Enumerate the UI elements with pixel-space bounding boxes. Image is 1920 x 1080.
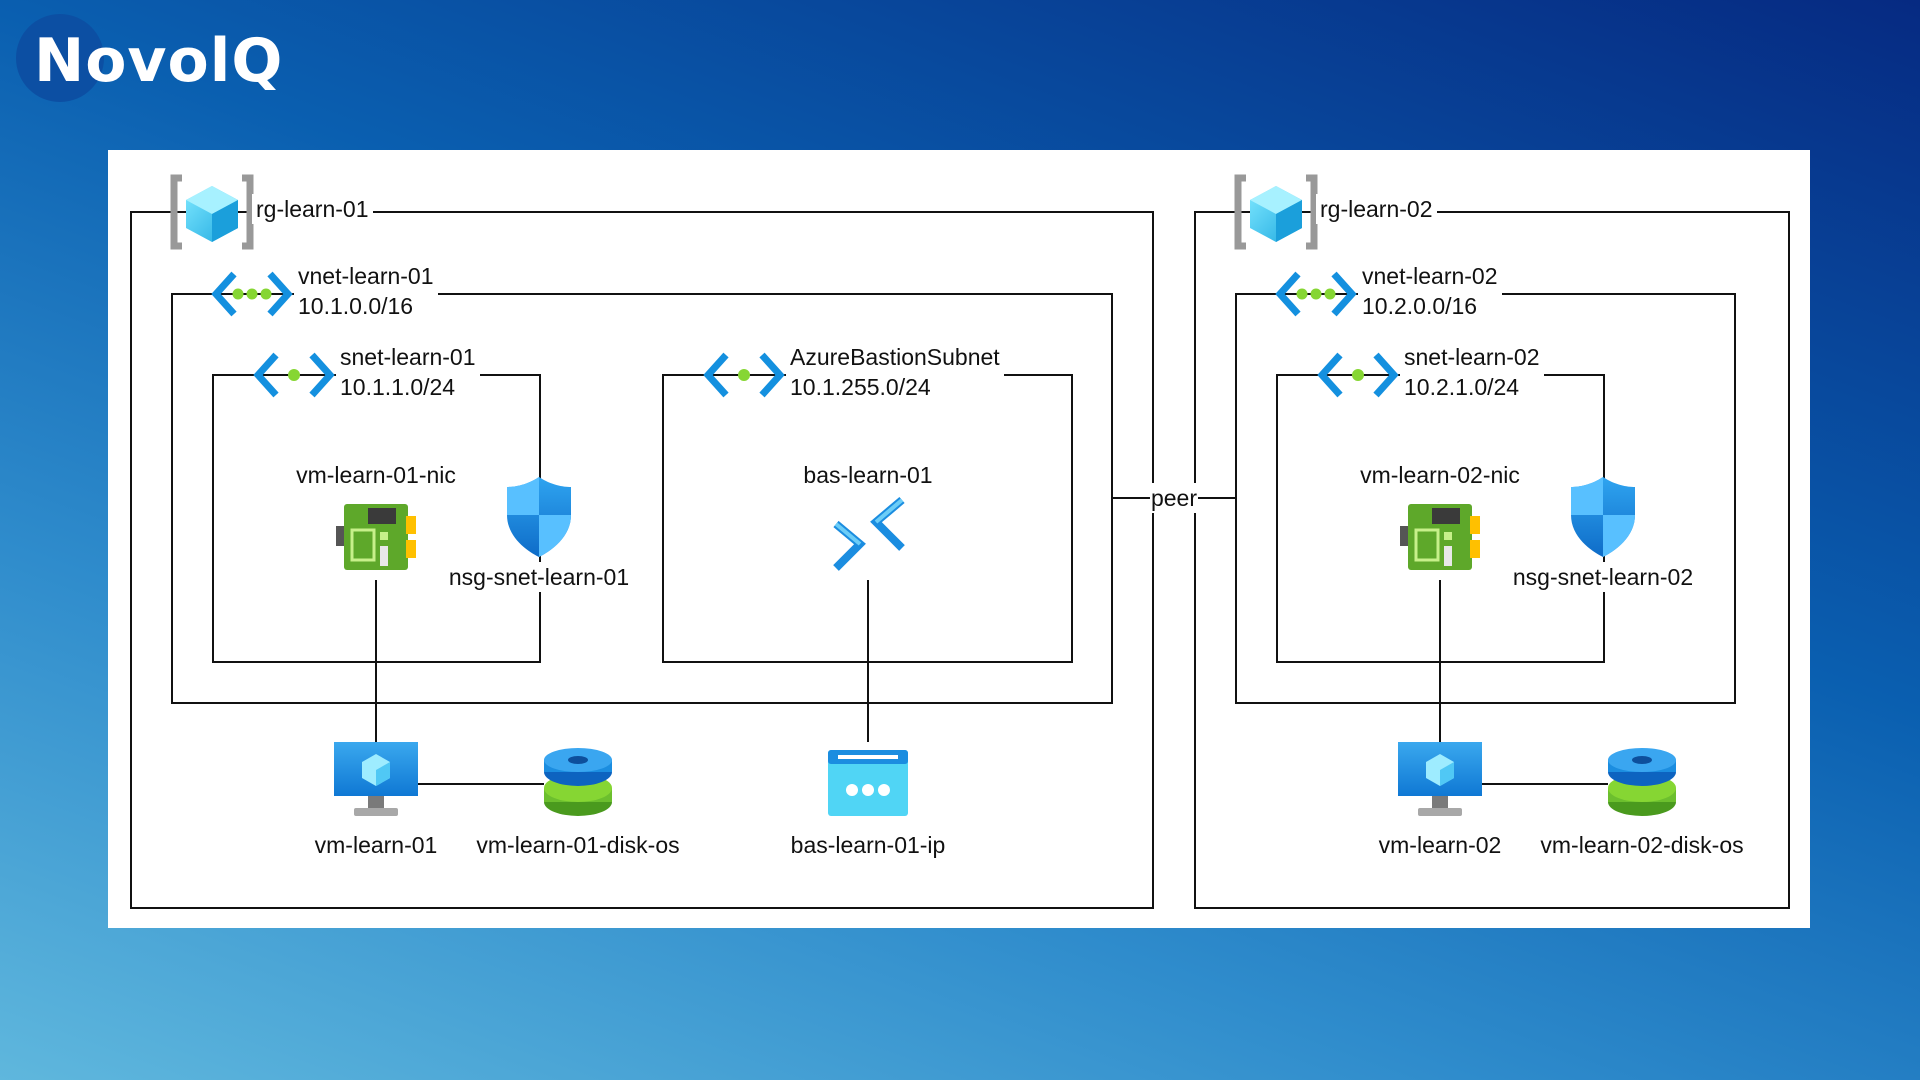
network-security-group-icon [1571,477,1635,557]
bastion-icon [833,496,905,571]
resource-group-icon [1234,174,1318,250]
subnet-icon [253,352,335,398]
snet-learn-02-name: snet-learn-02 [1404,344,1540,370]
rg-learn-02-label: rg-learn-02 [1316,194,1437,224]
vnet-learn-02-label: vnet-learn-02 10.2.0.0/16 [1358,261,1502,321]
virtual-machine-icon [1398,742,1482,816]
bastion-subnet-name: AzureBastionSubnet [790,344,1000,370]
brand-logo: NovolQ [16,14,282,102]
peering-label: peer [1149,483,1199,513]
subnet-icon [703,352,785,398]
brand-logo-circle [16,14,104,102]
vnet-learn-02-name: vnet-learn-02 [1362,263,1498,289]
virtual-network-icon [211,271,293,317]
bastion-subnet-cidr: 10.1.255.0/24 [790,374,931,400]
rg-learn-02-boundary [1194,211,1790,909]
network-interface-icon [336,504,416,570]
vnet-learn-02-cidr: 10.2.0.0/16 [1362,293,1478,319]
snet-learn-01-cidr: 10.1.1.0/24 [340,374,456,400]
snet-learn-01-label: snet-learn-01 10.1.1.0/24 [336,342,480,402]
virtual-network-icon [1275,271,1357,317]
network-interface-icon [1400,504,1480,570]
snet-learn-01-name: snet-learn-01 [340,344,476,370]
network-security-group-icon [507,477,571,557]
vnet-learn-01-cidr: 10.1.0.0/16 [298,293,414,319]
resource-group-icon [170,174,254,250]
subnet-icon [1317,352,1399,398]
bastion-label: bas-learn-01 [803,462,933,488]
public-ip-icon [828,750,908,816]
rg-learn-01-boundary [130,211,1154,909]
vm1-label: vm-learn-01 [314,832,438,858]
nic2-label: vm-learn-02-nic [1360,462,1520,488]
virtual-machine-icon [334,742,418,816]
nsg1-label: nsg-snet-learn-01 [444,562,634,592]
vnet-learn-01-name: vnet-learn-01 [298,263,434,289]
vm2-label: vm-learn-02 [1378,832,1502,858]
bastion-ip-label: bas-learn-01-ip [790,832,946,858]
rg-learn-01-label: rg-learn-01 [252,194,373,224]
snet-learn-02-cidr: 10.2.1.0/24 [1404,374,1520,400]
snet-learn-02-label: snet-learn-02 10.2.1.0/24 [1400,342,1544,402]
nsg2-label: nsg-snet-learn-02 [1508,562,1698,592]
managed-disk-icon [544,748,612,816]
bastion-subnet-label: AzureBastionSubnet 10.1.255.0/24 [786,342,1004,402]
managed-disk-icon [1608,748,1676,816]
nic1-label: vm-learn-01-nic [296,462,456,488]
disk2-label: vm-learn-02-disk-os [1540,832,1744,858]
architecture-diagram: rg-learn-01 rg-learn-02 vnet-learn-01 10… [108,150,1810,928]
diagram-lines [130,174,1790,909]
brand-name: NovolQ [34,26,284,96]
disk1-label: vm-learn-01-disk-os [476,832,680,858]
vnet-learn-01-label: vnet-learn-01 10.1.0.0/16 [294,261,438,321]
